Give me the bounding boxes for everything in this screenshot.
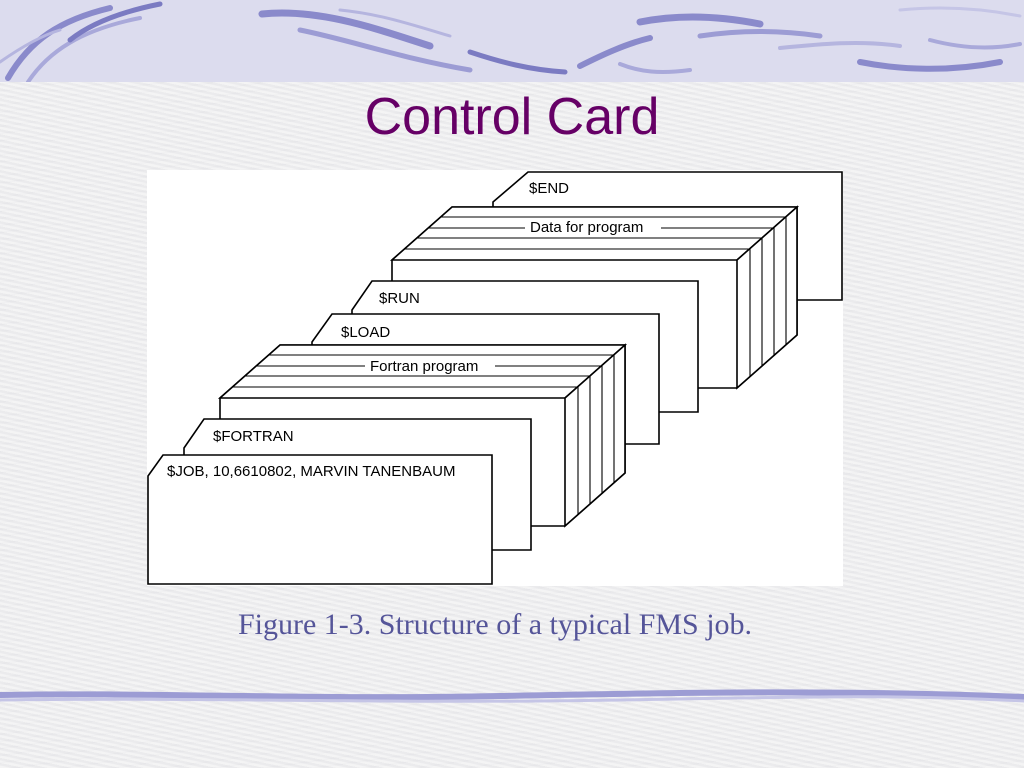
footer-decoration — [0, 689, 1024, 703]
header-decoration — [0, 0, 1024, 82]
card-load-label: $LOAD — [341, 324, 390, 341]
figure-caption: Figure 1-3. Structure of a typical FMS j… — [237, 608, 753, 641]
data-deck-label: Data for program — [530, 219, 643, 236]
card-fortran-label: $FORTRAN — [213, 428, 294, 445]
card-job-label: $JOB, 10,6610802, MARVIN TANENBAUM — [167, 463, 455, 480]
card-run-label: $RUN — [379, 290, 420, 307]
job-deck-diagram: $END Data for program $RUN $LOAD — [147, 170, 843, 586]
slide-title: Control Card — [364, 88, 660, 146]
card-job: $JOB, 10,6610802, MARVIN TANENBAUM — [147, 454, 493, 585]
card-end-label: $END — [529, 180, 569, 197]
fortran-deck-label: Fortran program — [370, 358, 478, 375]
